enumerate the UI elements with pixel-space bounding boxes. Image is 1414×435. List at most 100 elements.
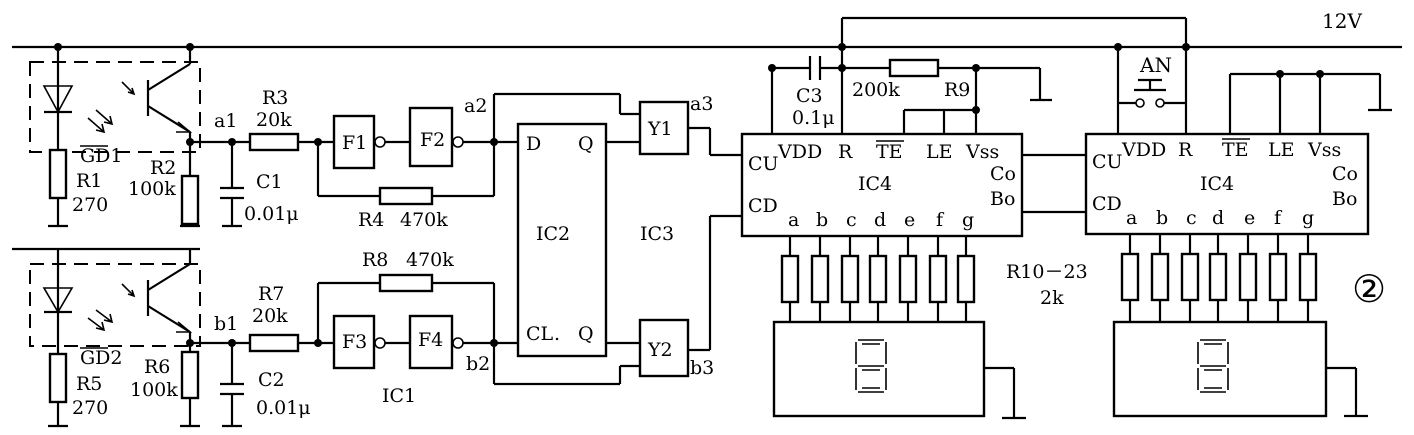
ic2-pin-cl-dot: . (554, 323, 560, 345)
right-ic-label: IC4 (1200, 173, 1234, 195)
ic2-pin-cl: CL (526, 323, 554, 345)
r9-label: R9 (944, 79, 970, 101)
left-seg-a: a (788, 209, 799, 231)
right-seg-f: f (1274, 207, 1283, 229)
sensor-2: GD2 R5 270 R6 100k b1 (12, 247, 262, 428)
supply-label: 12V (1322, 9, 1362, 33)
node-a2: a2 (464, 95, 487, 117)
right-seg-a: a (1126, 207, 1137, 229)
ic3-label: IC3 (640, 223, 674, 245)
left-pin-r: R (838, 141, 853, 163)
left-pin-co: Co (990, 163, 1016, 185)
counter-left: C3 0.1μ 200k R9 VDD R TE LE Vss CU CD Co… (740, 16, 1188, 420)
node-b2: b2 (466, 353, 490, 375)
r3-label: R3 (262, 87, 288, 109)
counter-right: AN VDD R TE LE Vss CU CD Co Bo IC4 a b c… (1084, 43, 1392, 418)
schmitt-2: F3 F4 R8 470k IC1 b2 (316, 249, 518, 407)
left-pin-te: TE (876, 141, 903, 163)
r5-label: R5 (76, 373, 102, 395)
r7-label: R7 (258, 283, 284, 305)
an-pushbutton: AN (1118, 53, 1186, 108)
r8-value: 470k (406, 249, 454, 271)
right-seg-d: d (1212, 207, 1224, 229)
left-pin-cu: CU (748, 153, 779, 175)
right-seg-g: g (1302, 207, 1314, 229)
node-a1: a1 (214, 110, 237, 132)
schmitt-1: F1 F2 R4 470k a2 (316, 95, 518, 231)
segment-resistors-label: R10－23 (1006, 261, 1088, 283)
r6-value: 100k (130, 379, 178, 401)
r5-value: 270 (72, 397, 108, 419)
left-digit (855, 339, 887, 393)
left-pin-le: LE (926, 141, 953, 163)
r9-value: 200k (852, 79, 900, 101)
right-segment-resistors (1120, 234, 1318, 322)
ic2-label: IC2 (536, 223, 570, 245)
c3-label: C3 (796, 85, 823, 107)
left-seg-e: e (904, 209, 915, 231)
left-ic-label: IC4 (858, 173, 892, 195)
ic2-pin-q-bot: Q (578, 323, 594, 345)
right-seg-e: e (1244, 207, 1255, 229)
r4-label: R4 (358, 209, 384, 231)
opto-2-label: GD2 (80, 347, 123, 369)
gate-y2: Y2 (647, 339, 673, 361)
gate-f2: F2 (420, 129, 445, 151)
c2-value: 0.01μ (256, 397, 311, 419)
left-seg-d: d (874, 209, 886, 231)
an-button-label: AN (1139, 53, 1172, 77)
right-pin-vss: Vss (1307, 139, 1341, 161)
right-pin-bo: Bo (1332, 188, 1357, 210)
node-b1: b1 (214, 313, 238, 335)
r2-value: 100k (128, 178, 176, 200)
right-seven-seg-display (1112, 320, 1328, 418)
ic2-flipflop: D Q IC2 CL . Q (516, 122, 608, 358)
left-segment-resistors (780, 236, 976, 322)
left-pin-vss: Vss (965, 141, 999, 163)
right-digit (1197, 339, 1229, 393)
left-seg-g: g (962, 209, 974, 231)
r1-value: 270 (72, 194, 108, 216)
supply-rail: 12V (12, 9, 1402, 51)
gate-y1: Y1 (647, 118, 673, 140)
r3-value: 20k (256, 109, 292, 131)
right-pin-te: TE (1222, 139, 1249, 161)
right-pin-cd: CD (1092, 193, 1122, 215)
r1-label: R1 (76, 170, 102, 192)
right-pin-le: LE (1268, 139, 1295, 161)
r4-value: 470k (400, 209, 448, 231)
left-seg-c: c (846, 209, 857, 231)
ic3-gates: Y1 Y2 IC3 a3 b3 (492, 92, 742, 386)
right-pin-co: Co (1332, 163, 1358, 185)
left-seven-seg-display (772, 320, 986, 418)
right-pin-vdd: VDD (1121, 139, 1166, 161)
left-pin-cd: CD (748, 195, 778, 217)
r7-value: 20k (252, 305, 288, 327)
filter-1: R3 20k C1 0.01μ (220, 87, 334, 228)
gate-f4: F4 (418, 329, 443, 351)
right-seg-b: b (1156, 207, 1168, 229)
c1-value: 0.01μ (244, 203, 299, 225)
gate-f3: F3 (342, 331, 367, 353)
c2-label: C2 (258, 369, 285, 391)
right-pin-r: R (1178, 139, 1193, 161)
segment-resistors-value: 2k (1040, 287, 1064, 309)
gate-f1: F1 (342, 132, 367, 154)
left-pin-vdd: VDD (777, 141, 822, 163)
right-seg-c: c (1186, 207, 1197, 229)
left-pin-bo: Bo (990, 188, 1015, 210)
r2-label: R2 (150, 157, 176, 179)
node-b3: b3 (690, 357, 714, 379)
ic1-label: IC1 (382, 385, 416, 407)
right-pin-cu: CU (1092, 151, 1123, 173)
r8-label: R8 (362, 249, 388, 271)
c3-value: 0.1μ (792, 107, 835, 129)
left-seg-f: f (936, 209, 945, 231)
left-seg-b: b (816, 209, 828, 231)
c1-label: C1 (256, 171, 283, 193)
led-1-symbol (42, 85, 74, 114)
filter-2: R7 20k C2 0.01μ (220, 283, 334, 428)
node-a3: a3 (690, 93, 713, 115)
opto-1-label: GD1 (80, 145, 123, 167)
